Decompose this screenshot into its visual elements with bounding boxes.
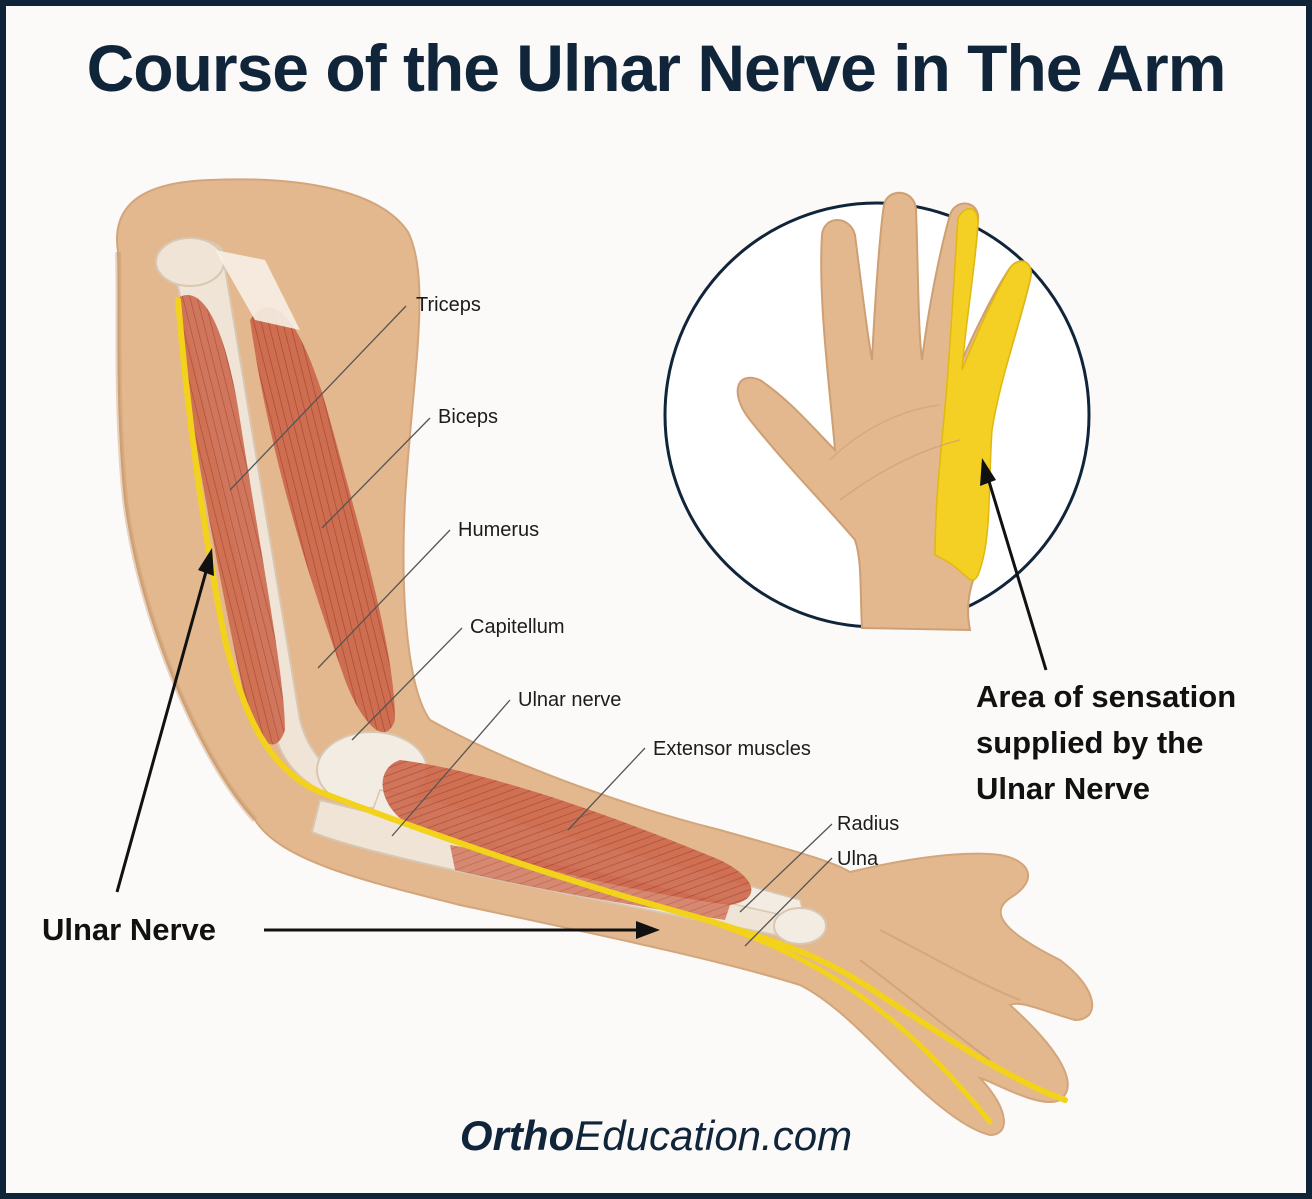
label-ulnar-nerve: Ulnar nerve <box>518 689 621 711</box>
sensation-line-1: Area of sensation <box>976 679 1236 714</box>
sensation-line-3: Ulnar Nerve <box>976 771 1150 806</box>
label-extensor-muscles: Extensor muscles <box>653 738 811 760</box>
leader-humerus <box>317 529 451 669</box>
label-ulna: Ulna <box>837 848 879 870</box>
callout-arrows <box>115 458 1048 939</box>
arrow-ulnar-upper <box>115 567 209 893</box>
leader-lines <box>229 305 833 947</box>
brand-part-2: Education.com <box>574 1112 853 1159</box>
leader-radius <box>739 823 833 913</box>
brand-part-1: Ortho <box>459 1112 575 1159</box>
brand-footer: OrthoEducation.com <box>0 1112 1312 1160</box>
arrow-head-sensation <box>980 458 996 486</box>
label-radius: Radius <box>837 813 899 835</box>
arm-silhouette <box>115 178 1094 1137</box>
label-humerus: Humerus <box>458 519 539 541</box>
inset-hand-circle <box>663 191 1091 632</box>
page-title: Course of the Ulnar Nerve in The Arm <box>86 31 1227 105</box>
arrow-head-up <box>198 548 214 576</box>
label-biceps: Biceps <box>438 406 498 428</box>
leader-triceps <box>229 305 407 491</box>
leader-extensor <box>567 747 646 831</box>
sensation-line-2: supplied by the <box>976 725 1203 760</box>
leader-biceps <box>321 417 431 529</box>
leader-ulna <box>744 857 833 947</box>
arrow-sensation <box>986 477 1048 671</box>
label-capitellum: Capitellum <box>470 616 564 638</box>
leader-capitellum <box>351 627 463 741</box>
label-triceps: Triceps <box>416 294 481 316</box>
arm-hand-detail <box>859 929 1021 1061</box>
arrow-head-right <box>636 921 660 939</box>
leader-ulnar-nerve <box>391 699 511 837</box>
callout-ulnar-nerve: Ulnar Nerve <box>42 912 216 947</box>
